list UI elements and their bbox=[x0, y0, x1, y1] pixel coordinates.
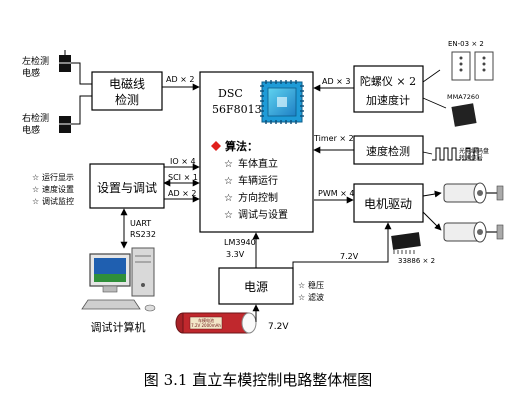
red-diamond-icon bbox=[211, 141, 221, 151]
encoder-pulse-signal: 光电编码盘 转速信号 bbox=[432, 147, 489, 162]
en03-label: EN-03 × 2 bbox=[448, 40, 484, 48]
battery-icon: 车模电池 7.2V 2000mAh bbox=[175, 312, 257, 334]
settings-item-speed: 速度设置 bbox=[42, 184, 74, 194]
figure-caption: 图 3.1 直立车模控制电路整体框图 bbox=[144, 371, 372, 389]
lm3940-label-1: LM3940 bbox=[224, 238, 256, 247]
star-outline-icon: ☆ bbox=[298, 293, 305, 302]
algo-item-running: 车辆运行 bbox=[238, 174, 278, 187]
power-item-regulate: 稳压 bbox=[308, 280, 324, 290]
star-outline-icon: ☆ bbox=[32, 185, 39, 194]
left-sensor-wire bbox=[71, 62, 92, 85]
algo-item-debug: 调试与设置 bbox=[238, 208, 288, 221]
sci1-label: SCI × 1 bbox=[168, 173, 198, 182]
left-inductor-sensor: 左检测 电感 bbox=[22, 50, 71, 79]
pwm4-label: PWM × 4 bbox=[318, 189, 355, 198]
uart-label-1: UART bbox=[130, 219, 151, 228]
star-outline-icon: ☆ bbox=[224, 159, 233, 170]
motor-icon-top bbox=[443, 182, 504, 204]
right-sensor-label-2: 电感 bbox=[22, 124, 40, 136]
right-inductor-sensor: 右检测 电感 bbox=[22, 112, 71, 136]
algorithm-title: 算法： bbox=[224, 139, 258, 153]
debug-computer-icon bbox=[81, 247, 156, 312]
lm3940-label-2: 3.3V bbox=[226, 250, 245, 259]
settings-list: ☆ 运行显示 ☆ 速度设置 ☆ 调试监控 bbox=[32, 172, 74, 206]
debug-computer-label: 调试计算机 bbox=[91, 320, 146, 334]
battery-label-2: 7.2V 2000mAh bbox=[191, 323, 221, 328]
settings-debug-label: 设置与调试 bbox=[97, 180, 157, 195]
star-outline-icon: ☆ bbox=[224, 193, 233, 204]
star-outline-icon: ☆ bbox=[32, 173, 39, 182]
settings-item-display: 运行显示 bbox=[42, 172, 74, 182]
gyro-label-1: 陀螺仪 × 2 bbox=[360, 74, 416, 88]
speed-detect-block bbox=[353, 135, 424, 165]
star-outline-icon: ☆ bbox=[224, 210, 233, 221]
electromag-label-1: 电磁线 bbox=[109, 76, 145, 91]
star-outline-icon: ☆ bbox=[224, 176, 233, 187]
motor-driver-block bbox=[353, 183, 424, 223]
gyro-accel-block bbox=[353, 65, 424, 113]
dsc-chip-icon bbox=[260, 80, 304, 124]
battery-label-1: 车模电池 bbox=[198, 317, 214, 323]
battery-voltage-label: 7.2V bbox=[268, 322, 289, 332]
gyro-pointer-line bbox=[422, 69, 441, 83]
en03-gyro-chips: EN-03 × 2 bbox=[448, 40, 494, 81]
encoder-label-2: 转速信号 bbox=[459, 154, 483, 162]
power-to-motor-wire bbox=[292, 222, 392, 268]
driver-chip-label: 33886 × 2 bbox=[398, 257, 435, 265]
mma7260-chip: MMA7260 bbox=[447, 93, 479, 127]
gyro-label-2: 加速度计 bbox=[366, 93, 410, 107]
power-to-motor-label: 7.2V bbox=[340, 252, 359, 261]
motor-bottom-arrow bbox=[422, 211, 442, 231]
gyro-chip-icon bbox=[474, 51, 494, 81]
settings-item-monitor: 调试监控 bbox=[42, 196, 74, 206]
algo-item-upright: 车体直立 bbox=[238, 157, 278, 170]
motor-icon-bottom bbox=[443, 221, 504, 243]
settings-debug-block bbox=[89, 163, 165, 209]
gyro-chip-icon bbox=[451, 51, 471, 81]
motor-top-arrow bbox=[422, 190, 442, 198]
encoder-label-1: 光电编码盘 bbox=[459, 147, 489, 155]
electromag-detect-block bbox=[91, 71, 163, 111]
star-outline-icon: ☆ bbox=[298, 281, 305, 290]
electromag-label-2: 检测 bbox=[115, 92, 139, 107]
power-item-filter: 滤波 bbox=[308, 292, 324, 302]
right-sensor-wire bbox=[71, 95, 92, 125]
dsc-label-2: 56F8013 bbox=[212, 103, 262, 116]
motor-driver-label: 电机驱动 bbox=[364, 197, 412, 211]
left-sensor-label-1: 左检测 bbox=[22, 55, 49, 67]
star-outline-icon: ☆ bbox=[32, 197, 39, 206]
power-label: 电源 bbox=[244, 280, 268, 294]
uart-label-2: RS232 bbox=[130, 230, 156, 239]
io4-label: IO × 4 bbox=[170, 157, 196, 166]
ad2-bottom-label: AD × 2 bbox=[168, 189, 197, 198]
left-sensor-label-2: 电感 bbox=[22, 67, 40, 79]
timer2-label: Timer × 2 bbox=[313, 134, 354, 143]
accelerometer-chip-icon bbox=[451, 103, 477, 127]
ad2-top-label: AD × 2 bbox=[166, 75, 195, 84]
algo-item-direction: 方向控制 bbox=[238, 191, 278, 204]
driver-chip-icon bbox=[391, 232, 421, 254]
accel-pointer-line bbox=[422, 97, 447, 109]
right-sensor-label-1: 右检测 bbox=[22, 112, 49, 124]
mma7260-label: MMA7260 bbox=[447, 93, 479, 101]
ad3-label: AD × 3 bbox=[322, 77, 351, 86]
speed-detect-label: 速度检测 bbox=[366, 144, 410, 158]
dsc-label-1: DSC bbox=[218, 87, 243, 100]
